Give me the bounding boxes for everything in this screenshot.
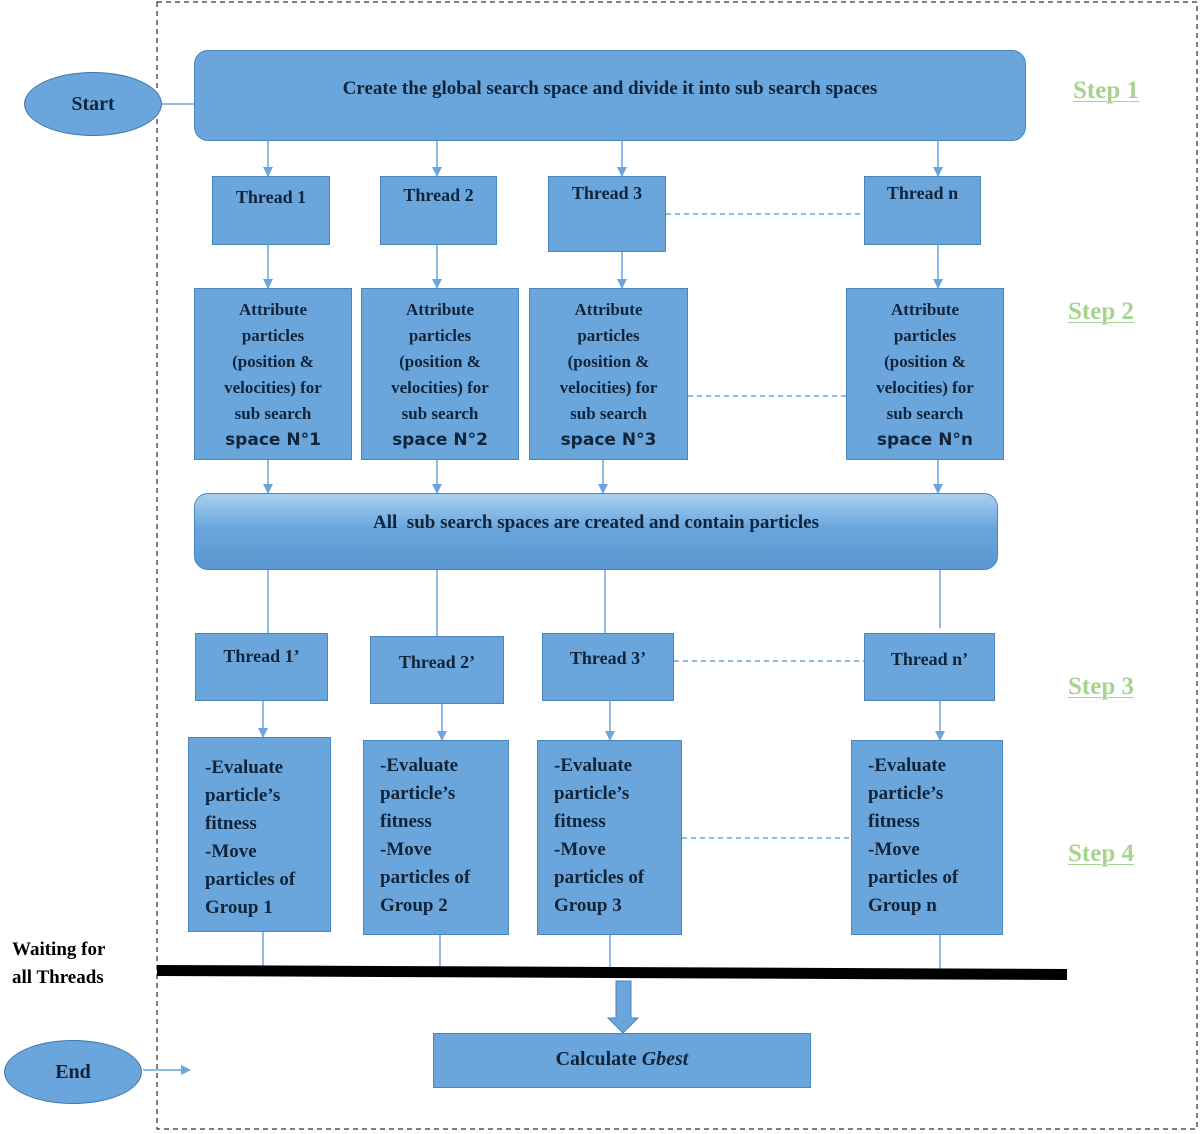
evaluate-line: fitness (868, 811, 920, 832)
global-search-space-text: Create the global search space and divid… (342, 78, 878, 99)
evaluate-line: fitness (380, 811, 432, 832)
evaluate-box-3: -Evaluate particle’s fitness -Move parti… (537, 740, 682, 935)
attribute-line: Attribute (891, 300, 959, 319)
attribute-line: Attribute (239, 300, 307, 319)
attribute-box-2: Attribute particles (position & velociti… (361, 288, 519, 460)
evaluate-line: fitness (205, 813, 257, 834)
thread-box-1: Thread 1 (212, 176, 330, 245)
waiting-label: Waiting for all Threads (12, 936, 105, 992)
step-label-4: Step 4 (1068, 840, 1134, 867)
thread-prime-label: Thread 2’ (398, 652, 476, 672)
sub-space-label: space N°3 (560, 430, 657, 450)
attribute-line: particles (893, 326, 957, 345)
attribute-box-1: Attribute particles (position & velociti… (194, 288, 352, 460)
evaluate-line: Group 1 (205, 897, 273, 918)
attribute-line: velocities) for (391, 378, 489, 397)
evaluate-line: -Move (205, 841, 257, 862)
step-label-2: Step 2 (1068, 298, 1134, 325)
thread-box-n: Thread n (864, 176, 981, 245)
thread-prime-label: Thread 1’ (223, 646, 300, 666)
attribute-line: (position & (567, 352, 650, 371)
thread-prime-box-3: Thread 3’ (542, 633, 674, 701)
evaluate-line: particles of (554, 867, 645, 888)
attribute-box-3: Attribute particles (position & velociti… (529, 288, 688, 460)
sub-space-label: space N°1 (225, 430, 321, 450)
attribute-line: sub search (234, 404, 312, 423)
thread-prime-label: Thread n’ (890, 649, 969, 669)
attribute-line: (position & (232, 352, 314, 371)
attribute-line: velocities) for (224, 378, 322, 397)
attribute-line: (position & (399, 352, 481, 371)
evaluate-box-n: -Evaluate particle’s fitness -Move parti… (851, 740, 1003, 935)
step-label-3: Step 3 (1068, 673, 1134, 700)
sub-space-label: space N°n (876, 430, 974, 450)
waiting-line: all Threads (12, 967, 104, 988)
evaluate-line: particle’s (380, 783, 456, 804)
evaluate-line: Group 3 (554, 895, 622, 916)
attribute-line: velocities) for (876, 378, 974, 397)
attribute-line: (position & (884, 352, 966, 371)
start-node: Start (24, 72, 162, 136)
evaluate-line: fitness (554, 811, 606, 832)
thread-label: Thread 1 (235, 187, 307, 207)
calculate-gbest-box: Calculate Gbest (433, 1033, 811, 1088)
evaluate-line: -Move (554, 839, 606, 860)
evaluate-line: particles of (205, 869, 296, 890)
thread-box-3: Thread 3 (548, 176, 666, 252)
attribute-line: sub search (401, 404, 479, 423)
gbest-emphasis: Gbest (641, 1048, 689, 1070)
evaluate-box-1: -Evaluate particle’s fitness -Move parti… (188, 737, 331, 932)
global-search-space-banner: Create the global search space and divid… (194, 50, 1026, 141)
end-node: End (4, 1040, 142, 1104)
evaluate-line: particles of (868, 867, 959, 888)
attribute-line: particles (241, 326, 305, 345)
evaluate-line: -Evaluate (868, 755, 947, 776)
attribute-line: sub search (886, 404, 964, 423)
thread-label: Thread n (886, 183, 959, 203)
attribute-line: Attribute (574, 300, 643, 319)
process-boundary (156, 1, 1198, 1130)
start-label: Start (71, 92, 115, 115)
thread-prime-label: Thread 3’ (569, 648, 647, 668)
thread-prime-box-1: Thread 1’ (195, 633, 328, 701)
evaluate-line: particle’s (868, 783, 944, 804)
evaluate-line: -Move (380, 839, 432, 860)
block-arrow-down (606, 980, 640, 1034)
thread-prime-box-2: Thread 2’ (370, 636, 504, 704)
sub-spaces-created-banner: All sub search spaces are created and co… (194, 493, 998, 570)
evaluate-line: particle’s (205, 785, 281, 806)
step-label-1: Step 1 (1073, 77, 1139, 104)
thread-label: Thread 2 (403, 185, 474, 205)
attribute-box-n: Attribute particles (position & velociti… (846, 288, 1004, 460)
evaluate-box-2: -Evaluate particle’s fitness -Move parti… (363, 740, 509, 935)
attribute-line: sub search (570, 404, 647, 423)
evaluate-line: Group 2 (380, 895, 448, 916)
calculate-gbest-label: Calculate Gbest (556, 1047, 689, 1071)
evaluate-line: -Evaluate (205, 757, 284, 778)
thread-prime-box-n: Thread n’ (864, 633, 995, 701)
sync-bar (157, 965, 1067, 980)
sub-space-label: space N°2 (392, 430, 488, 450)
evaluate-line: -Evaluate (380, 755, 459, 776)
evaluate-line: particle’s (554, 783, 630, 804)
thread-box-2: Thread 2 (380, 176, 497, 245)
thread-label: Thread 3 (571, 183, 643, 203)
waiting-line: Waiting for (12, 939, 106, 960)
evaluate-line: Group n (868, 895, 937, 916)
evaluate-line: -Move (868, 839, 920, 860)
calculate-text: Calculate (555, 1048, 642, 1070)
attribute-line: velocities) for (559, 378, 658, 397)
evaluate-line: -Evaluate (554, 755, 633, 776)
evaluate-line: particles of (380, 867, 471, 888)
attribute-line: Attribute (406, 300, 474, 319)
sub-spaces-created-text: All sub search spaces are created and co… (373, 512, 819, 533)
attribute-line: particles (577, 326, 640, 345)
attribute-line: particles (408, 326, 472, 345)
end-label: End (55, 1060, 91, 1083)
